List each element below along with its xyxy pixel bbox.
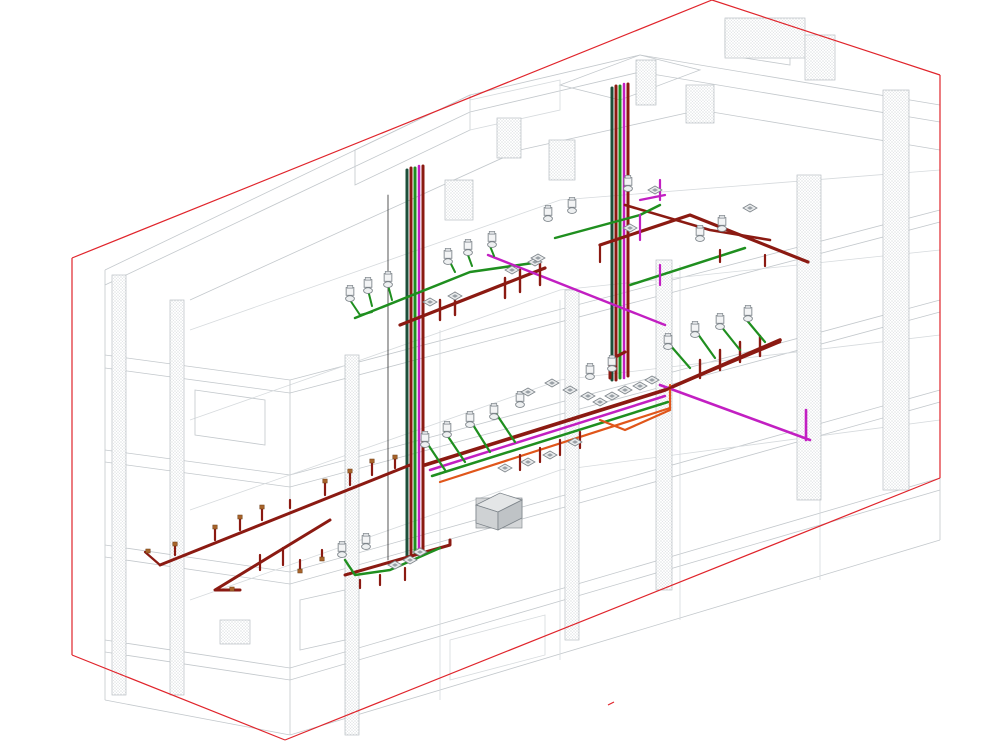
floor-drain-icon[interactable] xyxy=(542,450,558,460)
upper-right-vent[interactable] xyxy=(628,246,747,287)
mid-water-main[interactable] xyxy=(428,394,667,472)
pipe-cap-icon[interactable] xyxy=(229,586,235,592)
pipe-cap-icon[interactable] xyxy=(172,541,178,547)
toilet-fixture-icon[interactable] xyxy=(420,430,430,448)
mid-east-vents[interactable] xyxy=(668,316,767,370)
pipe-cap-icon[interactable] xyxy=(237,514,243,520)
lower-left-drops-2[interactable] xyxy=(258,546,324,574)
toilet-fixture-icon[interactable] xyxy=(690,320,700,338)
upper-left-drain-drops[interactable] xyxy=(438,260,542,322)
toilet-fixture-icon[interactable] xyxy=(717,214,727,232)
floor-drain-icon[interactable] xyxy=(632,381,648,391)
floor-drain-icon[interactable] xyxy=(617,385,633,395)
toilet-fixture-icon[interactable] xyxy=(607,354,617,372)
piping-network[interactable] xyxy=(143,82,812,592)
toilet-fixture-icon[interactable] xyxy=(487,230,497,248)
upper-left-fixture-vents-2[interactable] xyxy=(449,245,495,273)
toilet-fixture-icon[interactable] xyxy=(443,247,453,265)
toilet-fixture-icon[interactable] xyxy=(585,362,595,380)
toilet-fixture-icon[interactable] xyxy=(361,532,371,550)
toilet-fixture-icon[interactable] xyxy=(623,174,633,192)
upper-right-drain-main[interactable] xyxy=(598,213,810,264)
ground-drain-main[interactable] xyxy=(343,538,452,577)
pipe-cap-icon[interactable] xyxy=(145,548,151,554)
upper-magenta-branch[interactable] xyxy=(486,253,667,327)
toilet-fixture-icon[interactable] xyxy=(515,390,525,408)
pipe-cap-icon[interactable] xyxy=(259,504,265,510)
pipe-cap-icon[interactable] xyxy=(297,568,303,574)
toilet-fixture-icon[interactable] xyxy=(489,402,499,420)
toilet-fixture-icon[interactable] xyxy=(463,238,473,256)
toilet-fixture-icon[interactable] xyxy=(465,410,475,428)
mid-vent-main[interactable] xyxy=(430,400,670,478)
pipe-cap-icon[interactable] xyxy=(319,556,325,562)
toilet-fixture-icon[interactable] xyxy=(345,284,355,302)
toilet-fixture-icon[interactable] xyxy=(383,270,393,288)
lower-left-drain-long[interactable] xyxy=(158,463,412,567)
mid-magenta-east[interactable] xyxy=(658,383,812,442)
pipe-cap-icon[interactable] xyxy=(212,524,218,530)
floor-drain-icon[interactable] xyxy=(520,457,536,467)
pipe-cap-icon[interactable] xyxy=(347,468,353,474)
mechanical-unit-icon[interactable] xyxy=(474,492,524,531)
toilet-fixture-icon[interactable] xyxy=(715,312,725,330)
lower-left-drops[interactable] xyxy=(143,456,397,567)
toilet-fixture-icon[interactable] xyxy=(442,420,452,438)
toilet-fixture-icon[interactable] xyxy=(743,304,753,322)
toilet-fixture-icon[interactable] xyxy=(567,196,577,214)
floor-drain-icon[interactable] xyxy=(447,291,463,301)
mid-west-drops[interactable] xyxy=(518,430,582,472)
pipe-cap-icon[interactable] xyxy=(369,458,375,464)
toilet-fixture-icon[interactable] xyxy=(695,224,705,242)
mid-orange-loop[interactable] xyxy=(598,383,672,432)
section-box[interactable] xyxy=(71,0,941,741)
concrete-columns xyxy=(111,17,910,736)
mid-west-vents[interactable] xyxy=(423,410,517,472)
floor-drain-icon[interactable] xyxy=(422,297,438,307)
upper-right-drain-drops[interactable] xyxy=(598,243,767,268)
mid-orange-main[interactable] xyxy=(438,406,672,484)
pipe-cap-icon[interactable] xyxy=(322,478,328,484)
floor-drain-icon[interactable] xyxy=(742,203,758,213)
toilet-fixture-icon[interactable] xyxy=(337,540,347,558)
lower-left-drain-2[interactable] xyxy=(213,518,332,592)
toilet-fixture-icon[interactable] xyxy=(363,276,373,294)
floor-drain-icon[interactable] xyxy=(544,378,560,388)
pipe-cap-icon[interactable] xyxy=(392,454,398,460)
toilet-fixture-icon[interactable] xyxy=(663,332,673,350)
floor-drain-icon[interactable] xyxy=(497,463,513,473)
upper-right-drain-2[interactable] xyxy=(623,203,772,242)
mid-east-drops[interactable] xyxy=(663,334,782,392)
toilet-fixture-icon[interactable] xyxy=(543,204,553,222)
ground-drops[interactable] xyxy=(358,566,407,590)
